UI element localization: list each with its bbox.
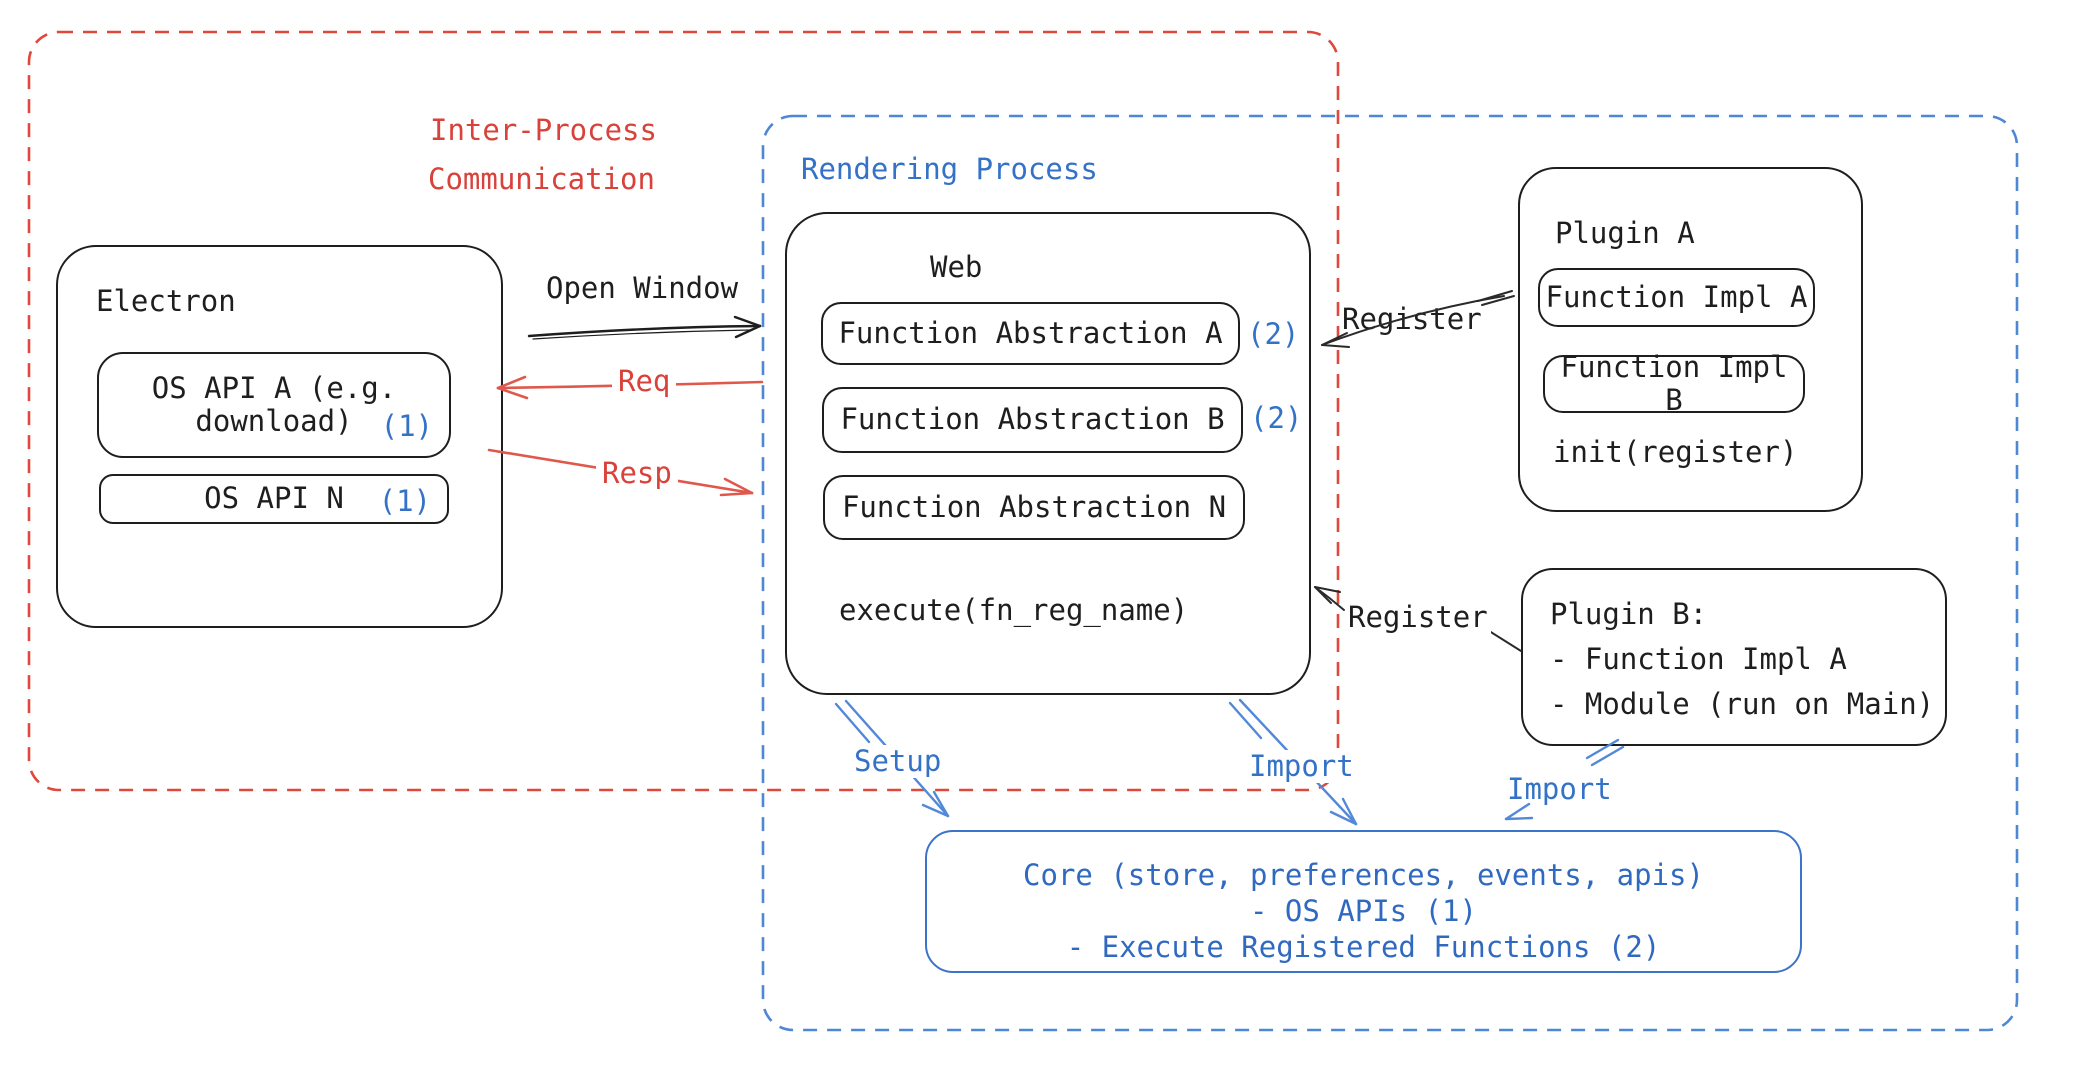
os-api-n-badge: (1) — [378, 484, 431, 518]
open-window-arrow-label: Open Window — [546, 271, 739, 305]
core-item-os-apis: - OS APIs (1) — [1250, 894, 1477, 928]
import-web-arrow-label: Import — [1247, 749, 1356, 784]
os-api-a-badge: (1) — [380, 409, 433, 443]
function-impl-b-label: Function Impl B — [1560, 349, 1788, 417]
setup-arrow-label: Setup — [851, 744, 945, 779]
os-api-n-label: OS API N — [204, 481, 344, 516]
function-abstraction-a-label: Function Abstraction A — [838, 315, 1223, 350]
plugin-b-box: Plugin B: - Function Impl A - Module (ru… — [1521, 568, 1947, 746]
os-api-a-label: OS API A (e.g. download) — [151, 371, 397, 438]
function-abstraction-b-box: Function Abstraction B — [822, 387, 1243, 453]
plugin-b-item-impl-a: - Function Impl A — [1550, 642, 1847, 676]
import-plugin-arrow-label: Import — [1507, 772, 1612, 806]
core-title: Core (store, preferences, events, apis) — [1023, 858, 1704, 892]
req-arrow-label: Req — [612, 364, 677, 399]
plugin-b-item-module: - Module (run on Main) — [1550, 687, 1935, 721]
web-title: Web — [930, 250, 983, 284]
electron-title: Electron — [96, 284, 236, 318]
function-abstraction-a-box: Function Abstraction A — [821, 302, 1240, 365]
function-impl-a-label: Function Impl A — [1545, 279, 1808, 314]
plugin-b-title: Plugin B: — [1550, 597, 1708, 631]
os-api-n-box: OS API N (1) — [99, 474, 449, 524]
function-impl-a-box: Function Impl A — [1538, 268, 1815, 327]
function-abstraction-a-badge: (2) — [1247, 317, 1300, 351]
open-window-arrow — [527, 315, 762, 340]
ipc-region-label-line1: Inter-Process — [430, 113, 657, 147]
ipc-region-label-line2: Communication — [428, 162, 655, 196]
function-abstraction-b-label: Function Abstraction B — [840, 402, 1225, 437]
register-top-arrow-label: Register — [1342, 302, 1482, 336]
core-item-execute: - Execute Registered Functions (2) — [1066, 930, 1661, 964]
execute-call-label: execute(fn_reg_name) — [839, 593, 1189, 627]
function-abstraction-n-label: Function Abstraction N — [841, 489, 1227, 524]
register-bottom-arrow-label: Register — [1345, 600, 1491, 635]
function-abstraction-b-badge: (2) — [1250, 401, 1303, 435]
function-abstraction-n-box: Function Abstraction N — [823, 475, 1245, 540]
os-api-a-box: OS API A (e.g. download) (1) — [97, 352, 451, 458]
plugin-a-title: Plugin A — [1555, 216, 1695, 250]
core-box: Core (store, preferences, events, apis) … — [925, 830, 1802, 973]
plugin-a-init-label: init(register) — [1553, 435, 1798, 469]
rendering-region-label: Rendering Process — [801, 152, 1098, 186]
resp-arrow-label: Resp — [596, 456, 678, 491]
function-impl-b-box: Function Impl B — [1543, 350, 1805, 417]
